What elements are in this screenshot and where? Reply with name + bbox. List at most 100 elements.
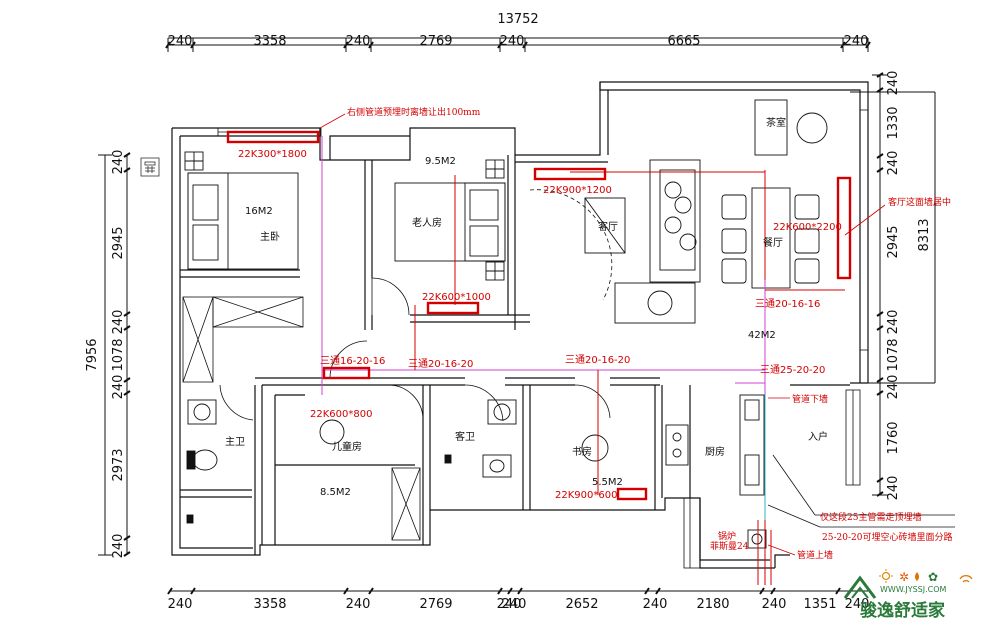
study-area: 5.5M2 bbox=[592, 477, 623, 488]
note-pipe-down: 管道下墙 bbox=[792, 393, 828, 405]
dim-bottom-0: 240 bbox=[168, 597, 193, 612]
wardrobe bbox=[182, 296, 421, 541]
living-label: 客厅 bbox=[598, 220, 618, 233]
radiator-kids bbox=[322, 366, 371, 380]
elder-bed bbox=[394, 159, 506, 281]
note-leader-5 bbox=[767, 504, 821, 528]
radiator-label-dining: 22K600*2200 bbox=[773, 222, 842, 233]
dim-right-3: 2945 bbox=[886, 225, 901, 258]
dim-bottom-10: 1351 bbox=[803, 597, 836, 612]
pipe-label-0: 三通20-16-16 bbox=[755, 298, 820, 310]
dim-bottom-3: 2769 bbox=[419, 597, 452, 612]
dim-left-3: 1078 bbox=[111, 338, 126, 371]
note-living-wall: 客厅这面墙居中 bbox=[888, 196, 951, 208]
pipe-label-1: 三通20-16-20 bbox=[408, 358, 473, 370]
pipe-label-4: 三通16-20-16 bbox=[320, 355, 385, 367]
dim-left-5: 2973 bbox=[111, 448, 126, 481]
radiator-living-top bbox=[533, 167, 607, 181]
master-area: 16M2 bbox=[245, 206, 273, 217]
note-leader-4 bbox=[772, 454, 816, 516]
total-height-label: 7956 bbox=[85, 338, 100, 371]
radiator-label-study: 22K900*600 bbox=[555, 490, 617, 501]
elder-label: 老人房 bbox=[412, 216, 442, 229]
radiator-master bbox=[226, 130, 320, 144]
radiators bbox=[226, 130, 852, 501]
elder-area: 9.5M2 bbox=[425, 156, 456, 167]
dim-left-1: 2945 bbox=[111, 226, 126, 259]
heating-pipes bbox=[321, 136, 845, 585]
note-leader-3 bbox=[767, 544, 796, 556]
calculator-icon[interactable] bbox=[140, 157, 160, 177]
dim-top-1: 3358 bbox=[253, 34, 286, 49]
dim-right-4: 240 bbox=[886, 310, 901, 335]
master-bed bbox=[184, 151, 299, 270]
note-leader-0 bbox=[319, 113, 346, 129]
round-tables bbox=[319, 419, 609, 462]
dim-left-2: 240 bbox=[111, 310, 126, 335]
entry-label: 入户 bbox=[808, 430, 828, 443]
dim-top-2: 240 bbox=[346, 34, 371, 49]
svg-text:✿: ✿ bbox=[928, 570, 938, 584]
pipe-label-3: 三通25-20-20 bbox=[760, 364, 825, 376]
dim-left-6: 240 bbox=[111, 534, 126, 559]
dim-bottom-5: 240 bbox=[502, 597, 527, 612]
dim-top-5: 6665 bbox=[667, 34, 700, 49]
bottom-dimension-line bbox=[167, 587, 868, 595]
living-furniture bbox=[584, 159, 701, 324]
dim-top-3: 2769 bbox=[419, 34, 452, 49]
kitchen-fixtures bbox=[665, 394, 767, 549]
weather-icons: ✲ ✿ bbox=[879, 569, 973, 584]
dim-bottom-4: 240 bbox=[497, 597, 522, 612]
dim-bottom-7: 240 bbox=[643, 597, 668, 612]
radiator-elder bbox=[426, 301, 480, 315]
brand-logo: ✲ ✿ WWW.JYSSJ.COM 骏逸舒适家 bbox=[843, 569, 973, 621]
radiator-study bbox=[616, 487, 648, 501]
note-main-pipe: 仅这段25主管需走顶埋墙 bbox=[820, 511, 921, 523]
kids-label: 儿童房 bbox=[332, 440, 362, 453]
pipe-label-2: 三通20-16-20 bbox=[565, 354, 630, 366]
right-dimension-line bbox=[850, 72, 936, 497]
radiator-label-kids: 22K600*800 bbox=[310, 409, 372, 420]
living-area: 42M2 bbox=[748, 330, 776, 341]
dim-right-8: 240 bbox=[886, 476, 901, 501]
door-swings bbox=[219, 189, 613, 422]
radiator-label-master: 22K300*1800 bbox=[238, 149, 307, 160]
master-label: 主卧 bbox=[260, 230, 280, 243]
dining-label: 餐厅 bbox=[763, 236, 783, 249]
left-dimension-line bbox=[98, 152, 131, 557]
dim-right-2: 240 bbox=[886, 151, 901, 176]
study-label: 书房 bbox=[572, 445, 592, 458]
dim-bottom-2: 240 bbox=[346, 597, 371, 612]
bath-fixtures bbox=[186, 399, 517, 524]
note-branch: 25-20-20可埋空心砖墙里面分路 bbox=[822, 531, 952, 543]
kids-area: 8.5M2 bbox=[320, 487, 351, 498]
radiator-label-living: 22K900*1200 bbox=[543, 185, 612, 196]
main-bath-label: 主卫 bbox=[225, 436, 245, 448]
dim-top-4: 240 bbox=[500, 34, 525, 49]
dim-right-total: 8313 bbox=[917, 218, 932, 251]
dim-right-0: 240 bbox=[886, 71, 901, 96]
radiator-label-elder: 22K600*1000 bbox=[422, 292, 491, 303]
dim-right-6: 240 bbox=[886, 375, 901, 400]
dim-right-5: 1078 bbox=[886, 338, 901, 371]
dim-right-7: 1760 bbox=[886, 421, 901, 454]
total-width-label: 13752 bbox=[497, 12, 538, 27]
dim-bottom-1: 3358 bbox=[253, 597, 286, 612]
dim-bottom-8: 2180 bbox=[696, 597, 729, 612]
guest-bath-label: 客卫 bbox=[455, 430, 475, 443]
tea-table bbox=[754, 99, 828, 156]
lounge-label: 茶室 bbox=[766, 116, 786, 129]
note-right-pipe: 右侧管道预埋时离墙让出100mm bbox=[347, 106, 481, 118]
windows bbox=[217, 109, 869, 569]
note-pipe-up: 管道上墙 bbox=[797, 549, 833, 561]
dim-left-0: 240 bbox=[111, 150, 126, 175]
top-dimension-line bbox=[165, 37, 871, 52]
dim-bottom-11: 240 bbox=[845, 597, 870, 612]
brand-url: WWW.JYSSJ.COM bbox=[880, 585, 947, 594]
kitchen-label: 厨房 bbox=[705, 445, 725, 458]
dim-bottom-6: 2652 bbox=[565, 597, 598, 612]
dim-left-4: 240 bbox=[111, 375, 126, 400]
svg-text:✲: ✲ bbox=[899, 570, 909, 584]
dim-bottom-9: 240 bbox=[762, 597, 787, 612]
